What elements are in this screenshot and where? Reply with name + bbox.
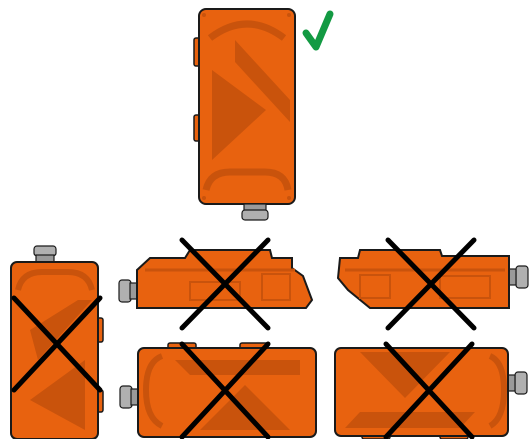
cross-mark-icon [179,237,271,331]
cross-mark-icon [385,237,477,331]
cross-mark-icon [383,341,475,439]
check-mark-icon [302,10,334,51]
device-wrong-vertical-up [10,245,104,439]
cross-mark-icon [11,295,103,393]
device-wrong-horizontal-right [334,347,528,439]
device-wrong-side-left [118,249,314,309]
cross-mark-icon [179,341,271,439]
device-wrong-horizontal-left [119,342,317,438]
device-correct-vertical [193,8,296,221]
